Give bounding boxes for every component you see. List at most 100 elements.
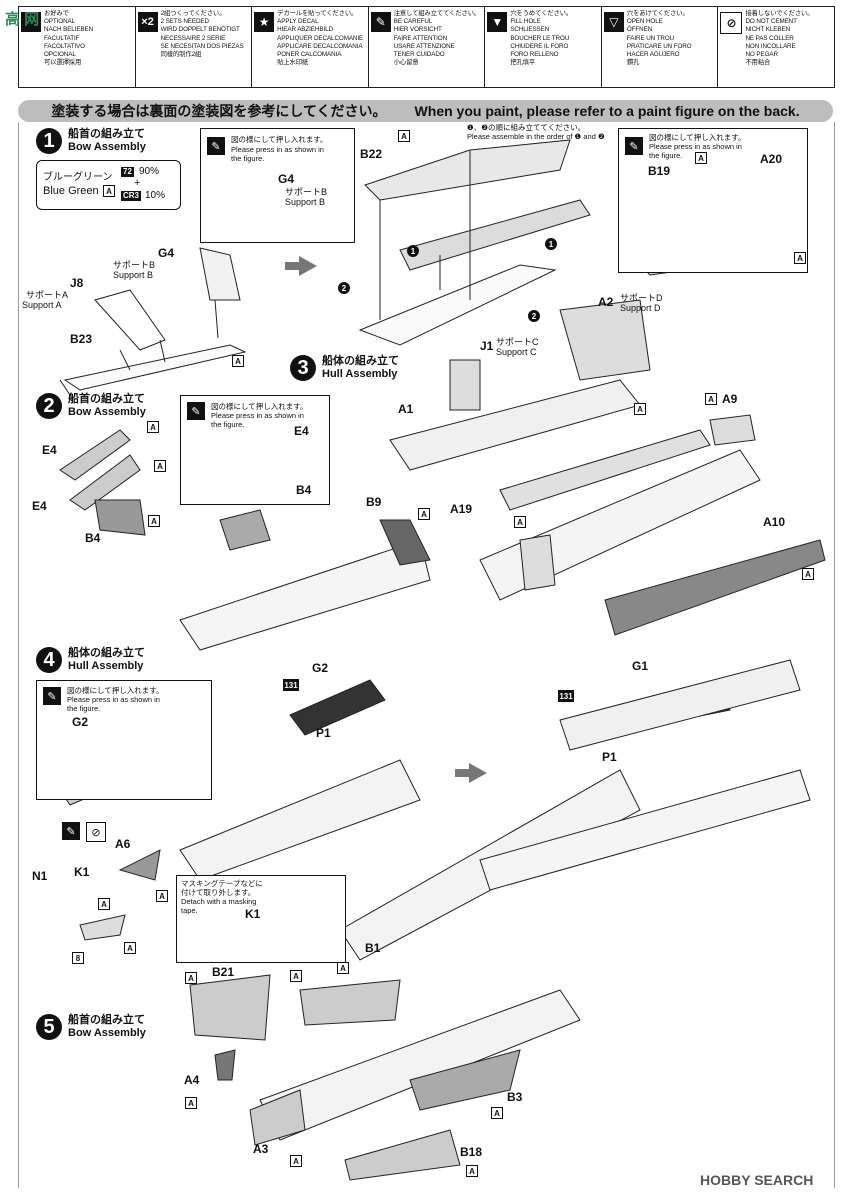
legend-line: 小心留意 bbox=[393, 59, 419, 67]
caution-pen-icon: ✎ bbox=[43, 687, 61, 705]
part-j8: J8 bbox=[70, 276, 84, 290]
part-a3: A3 bbox=[253, 1142, 269, 1156]
legend-line: FORO RELLENO bbox=[510, 51, 559, 59]
legend-line: 不用粘合 bbox=[745, 59, 771, 67]
legend-line: 2組つくってください。 bbox=[160, 10, 226, 17]
order-marker-2b: 2 bbox=[528, 310, 540, 322]
part-b22: B22 bbox=[360, 147, 383, 161]
legend-line: NON INCOLLARE bbox=[745, 42, 796, 50]
two-sets-icon: ×2 bbox=[137, 12, 158, 32]
runner-tag-a: A bbox=[794, 252, 806, 264]
step-2-title-en: Bow Assembly bbox=[68, 406, 146, 418]
runner-tag-a: A bbox=[337, 962, 349, 974]
press-en-2b: the figure. bbox=[649, 151, 683, 160]
caution-pen-icon: ✎ bbox=[62, 822, 80, 840]
legend-line: HACER AGUJERO bbox=[626, 51, 680, 59]
order-marker-2: 2 bbox=[338, 282, 350, 294]
legend-line: SE NECESITAN DOS PIEZAS bbox=[160, 42, 244, 50]
part-a4: A4 bbox=[184, 1073, 200, 1087]
paint-mix-box: ブルーグリーン Blue Green A 72 90% + CR3 10% bbox=[36, 160, 181, 210]
legend-line: TENER CUIDADO bbox=[393, 51, 445, 59]
legend-line: BOUCHER LE TROU bbox=[510, 34, 570, 42]
part-j1: J1 bbox=[480, 339, 494, 353]
no-cement-icon: ⊘ bbox=[720, 12, 743, 34]
part-a20: A20 bbox=[760, 152, 783, 166]
runner-tag-a: A bbox=[185, 972, 197, 984]
runner-tag-e: A bbox=[147, 421, 159, 433]
fill-hole-icon: ▼ bbox=[487, 12, 508, 32]
support-b-en: Support B bbox=[285, 197, 326, 207]
masking-tape-callout: マスキングテープなどに 付けて取り外します。 Detach with a mas… bbox=[176, 875, 346, 963]
runner-tag-a: A bbox=[156, 890, 168, 902]
legend-line: 可以選擇採用 bbox=[44, 59, 82, 67]
support-a-en: Support A bbox=[22, 300, 62, 310]
legend-line: HIEAR ABZIEHBILD bbox=[277, 26, 333, 34]
runner-tag-8: 8 bbox=[72, 952, 84, 964]
runner-tag-a: A bbox=[232, 355, 244, 367]
legend-line: 鑽孔 bbox=[626, 59, 640, 67]
legend-line: APPLIQUER DECALCOMANIE bbox=[277, 34, 364, 42]
order-note-jp: ❶、❷の順に組み立ててください。 bbox=[467, 123, 586, 132]
order-marker-1b: 1 bbox=[545, 238, 557, 250]
part-n1: N1 bbox=[32, 869, 48, 883]
legend-line: 接着しないでください。 bbox=[745, 10, 814, 17]
legend-line: FACULTATIF bbox=[44, 34, 80, 42]
step-1-number: 1 bbox=[36, 128, 62, 154]
part-g2-callout: G2 bbox=[72, 715, 89, 729]
paint-code-2: CR3 bbox=[121, 191, 142, 201]
runner-tag-a: A bbox=[705, 393, 717, 405]
legend-line: ÖFFNEN bbox=[626, 26, 653, 34]
step-arrow-2 bbox=[455, 769, 469, 777]
legend-line: APPLY DECAL bbox=[277, 18, 319, 26]
legend-line: NO PEGAR bbox=[745, 51, 778, 59]
runner-tag-e: A bbox=[154, 460, 166, 472]
part-b1: B1 bbox=[365, 941, 381, 955]
banner-en: When you paint, please refer to a paint … bbox=[414, 103, 800, 119]
runner-tag-a: A bbox=[98, 898, 110, 910]
legend-line: NECESSAIRE 2 SERIE bbox=[160, 34, 226, 42]
paint-reference-banner: 塗装する場合は裏面の塗装図を参考にしてください。 When you paint,… bbox=[18, 100, 833, 122]
press-en-1-2: Please press in as shown in bbox=[211, 411, 304, 420]
press-en-1b: Please press in as shown in bbox=[649, 142, 742, 151]
step-arrow-1 bbox=[285, 262, 299, 270]
step2-hull-drawing bbox=[179, 539, 431, 651]
instruction-frame bbox=[18, 122, 835, 1188]
runner-tag-a: A bbox=[695, 152, 707, 164]
legend-line: USARE ATTENZIONE bbox=[393, 42, 455, 50]
part-b9: B9 bbox=[366, 495, 382, 509]
legend-line: OPEN HOLE bbox=[626, 18, 663, 26]
mask-en-2: tape. bbox=[181, 906, 198, 915]
legend-line: 2 SETS NEEDED bbox=[160, 18, 209, 26]
legend-line: NE PAS COLLER bbox=[745, 34, 794, 42]
part-e4-a: E4 bbox=[42, 443, 57, 457]
step-2-number: 2 bbox=[36, 393, 62, 419]
no-cement-icon: ⊘ bbox=[86, 822, 106, 842]
paint-plus: + bbox=[134, 177, 141, 189]
runner-tag-a: A bbox=[185, 1097, 197, 1109]
step-2-title-jp: 船首の組み立て bbox=[68, 393, 145, 405]
legend-line: SCHLIESSEN bbox=[510, 26, 550, 34]
runner-tag-a: A bbox=[802, 568, 814, 580]
legend-line: HIER VORSICHT bbox=[393, 26, 442, 34]
part-e4-callout: E4 bbox=[294, 424, 309, 438]
paint-code-1: 72 bbox=[121, 167, 134, 177]
runner-tag-b: A bbox=[148, 515, 160, 527]
paint-name-en: Blue Green bbox=[43, 185, 99, 197]
runner-tag-a: A bbox=[290, 970, 302, 982]
step-1-title-jp: 船首の組み立て bbox=[68, 128, 145, 140]
press-en-1: Please press in as shown in bbox=[231, 145, 324, 154]
legend-line: FILL HOLE bbox=[510, 18, 541, 26]
press-en-2-4: the figure. bbox=[67, 704, 101, 713]
part-g4: G4 bbox=[158, 246, 175, 260]
step1-hull-drawing bbox=[364, 139, 571, 201]
legend-line: FAIRE UN TROU bbox=[626, 34, 675, 42]
step-arrow-2-head bbox=[469, 763, 487, 783]
order-marker-1: 1 bbox=[407, 245, 419, 257]
